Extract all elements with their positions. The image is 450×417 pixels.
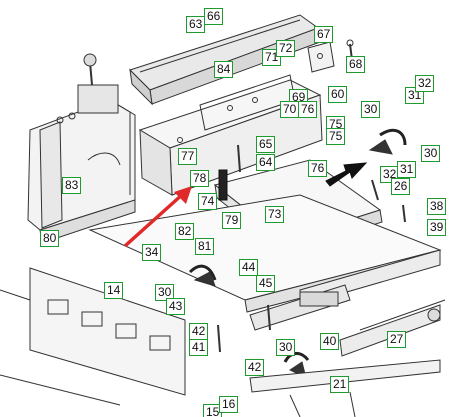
callout-70: 70 [280, 101, 300, 118]
callout-68: 68 [346, 56, 366, 73]
callout-76-lower: 76 [308, 160, 328, 177]
callout-42-upper: 42 [189, 323, 209, 340]
callout-21: 21 [330, 376, 350, 393]
callout-67: 67 [314, 26, 334, 43]
callout-39: 39 [427, 219, 447, 236]
callout-81: 81 [195, 238, 215, 255]
slide-rail-part [249, 284, 351, 331]
callout-78: 78 [190, 170, 210, 187]
callout-84: 84 [214, 61, 234, 78]
callout-80: 80 [40, 230, 60, 247]
callout-63: 63 [186, 16, 206, 33]
callout-15: 15 [203, 404, 223, 417]
callout-45: 45 [256, 275, 276, 292]
callout-66: 66 [204, 8, 224, 25]
callout-44: 44 [239, 259, 259, 276]
callout-16: 16 [219, 396, 239, 413]
callout-26: 26 [391, 178, 411, 195]
control-console-part [27, 53, 136, 244]
callout-30-left: 30 [155, 284, 175, 301]
callout-32-top: 32 [415, 75, 435, 92]
callout-73: 73 [265, 206, 285, 223]
guard-panel-part [0, 267, 186, 406]
callout-30-bottom: 30 [276, 339, 296, 356]
callout-74: 74 [198, 193, 218, 210]
callout-76-upper: 76 [298, 101, 318, 118]
callout-42-lower: 42 [245, 359, 265, 376]
callout-38: 38 [427, 198, 447, 215]
callout-64: 64 [256, 154, 276, 171]
callout-72: 72 [276, 40, 296, 57]
callout-83: 83 [62, 177, 82, 194]
callout-60: 60 [328, 86, 348, 103]
callout-82: 82 [175, 223, 195, 240]
callout-27: 27 [387, 331, 407, 348]
callout-77: 77 [178, 148, 198, 165]
callout-32-mid: 32 [380, 166, 400, 183]
callout-65: 65 [256, 136, 276, 153]
black-direction-arrow-icon [325, 162, 368, 187]
callout-40: 40 [320, 333, 340, 350]
rotation-arrow-icon [379, 128, 407, 146]
callout-34: 34 [142, 244, 162, 261]
callout-41: 41 [189, 339, 209, 356]
rotation-arrow-icon [283, 352, 310, 363]
callout-14: 14 [104, 282, 124, 299]
red-pointer-arrow-icon [123, 186, 192, 248]
callout-75-lower: 75 [326, 128, 346, 145]
rotation-arrow-icon [188, 264, 217, 281]
callout-30-right: 30 [421, 145, 441, 162]
callout-30-top: 30 [361, 101, 381, 118]
callout-43: 43 [166, 298, 186, 315]
callout-79: 79 [222, 212, 242, 229]
callout-31-mid: 31 [397, 161, 417, 178]
